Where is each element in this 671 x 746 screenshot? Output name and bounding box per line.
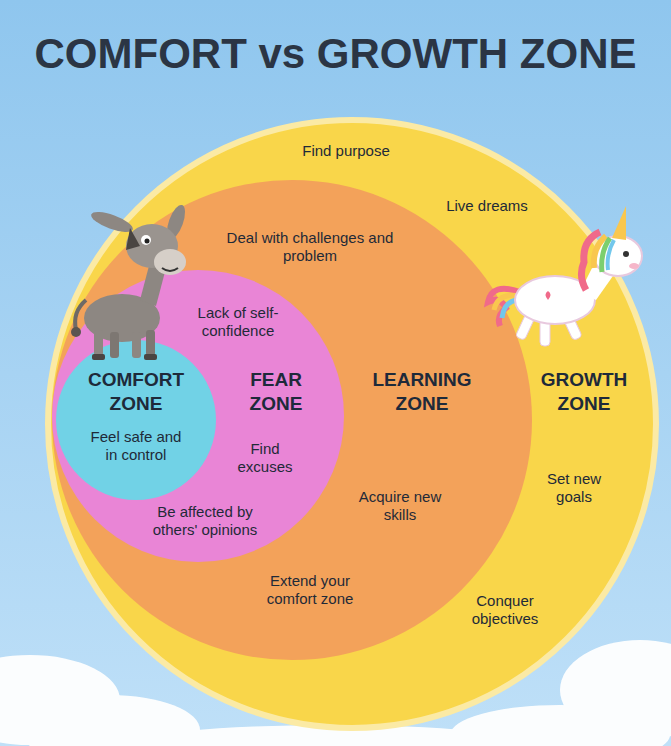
circle-outline <box>56 340 216 500</box>
zone-note: Feel safe and in control <box>86 428 186 464</box>
learning-zone-circle: LEARNING ZONE Deal with challenges and pr… <box>52 180 532 660</box>
zone-fill <box>52 270 344 562</box>
zone-note: Extend your comfort zone <box>258 572 362 608</box>
fear-zone-circle: FEAR ZONE Lack of self-confidenceFind exc… <box>52 270 344 562</box>
zone-heading: COMFORT ZONE <box>86 368 186 416</box>
zone-note: Conquer objectives <box>461 592 549 628</box>
zone-note: Find excuses <box>229 440 301 476</box>
unicorn <box>488 206 642 346</box>
growth-zone-circle: GROWTH ZONE Find purposeLive dreamsSet ne… <box>45 117 659 731</box>
zone-note: Set new goals <box>541 470 607 506</box>
zone-note: Live dreams <box>427 197 547 215</box>
comfort-zone-circle: COMFORT ZONE Feel safe and in control <box>56 340 216 500</box>
donkey <box>71 203 189 360</box>
zone-note: Deal with challenges and problem <box>226 229 394 265</box>
zone-heading: GROWTH ZONE <box>534 368 634 416</box>
zone-fill <box>56 340 216 500</box>
diagram-title: COMFORT vs GROWTH ZONE <box>0 30 671 78</box>
zone-note: Find purpose <box>281 142 411 160</box>
zone-note: Acquire new skills <box>352 488 448 524</box>
zone-fill <box>52 180 532 660</box>
zone-heading: LEARNING ZONE <box>363 368 481 416</box>
zone-fill <box>48 120 656 728</box>
zone-note: Be affected by others' opinions <box>138 503 273 539</box>
zone-heading: FEAR ZONE <box>236 368 316 416</box>
zone-note: Lack of self-confidence <box>176 304 301 340</box>
